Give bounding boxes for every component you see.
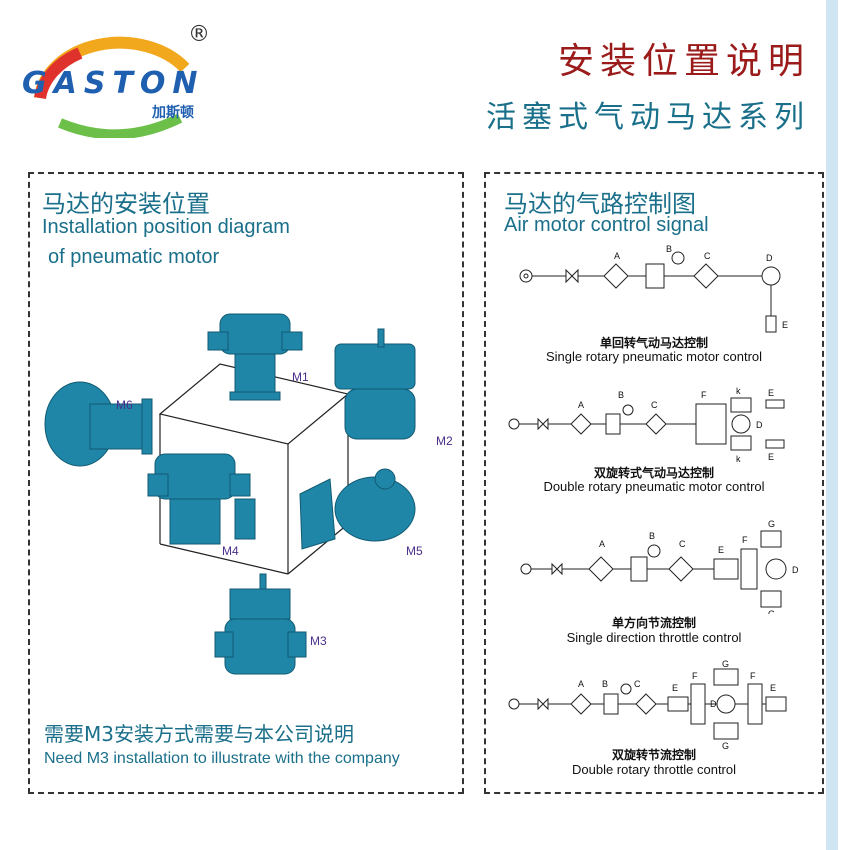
motor-m6 [44, 381, 153, 467]
svg-text:E: E [770, 683, 776, 693]
svg-text:D: D [792, 565, 799, 575]
svg-text:B: B [649, 531, 655, 541]
svg-text:F: F [750, 671, 756, 681]
double-throttle-caption-cn: 双旋转节流控制 [611, 748, 696, 762]
svg-text:E: E [768, 388, 774, 398]
double-throttle-caption-en: Double rotary throttle control [571, 762, 737, 777]
gaston-logo [34, 36, 190, 138]
position-label-m5: M5 [406, 544, 423, 558]
single-throttle-circuit: A B C E F G D G [520, 519, 799, 614]
single-rotary-circuit: A B C D E [519, 244, 788, 333]
position-label-m6: M6 [116, 398, 133, 412]
motor-m4 [147, 453, 256, 545]
single-rotary-caption-cn: 单回转气动马达控制 [599, 336, 708, 350]
svg-text:A: A [578, 400, 584, 410]
svg-text:B: B [666, 244, 672, 254]
svg-text:C: C [679, 539, 686, 549]
registered-mark: ® [188, 22, 210, 47]
svg-text:G: G [722, 659, 729, 669]
single-throttle-caption-en: Single direction throttle control [566, 630, 742, 645]
svg-text:C: C [651, 400, 658, 410]
single-throttle-caption-cn: 单方向节流控制 [611, 616, 696, 630]
svg-text:A: A [599, 539, 605, 549]
logo-chinese-name: 加斯顿 [152, 105, 194, 121]
logo-wordmark: GASTON [22, 66, 205, 101]
installation-heading-cn: 马达的安装位置 [42, 190, 210, 218]
installation-heading-en-2: of pneumatic motor [48, 246, 220, 268]
svg-text:k: k [736, 454, 741, 464]
double-rotary-caption-cn: 双旋转式气动马达控制 [593, 466, 714, 480]
svg-text:B: B [618, 390, 624, 400]
position-label-m3: M3 [310, 634, 327, 648]
installation-diagram [44, 313, 416, 675]
svg-text:C: C [634, 679, 641, 689]
svg-text:G: G [768, 519, 775, 529]
svg-text:k: k [736, 386, 741, 396]
installation-panel: 马达的安装位置 Installation position diagram of… [28, 172, 464, 794]
svg-text:C: C [704, 251, 711, 261]
installation-note-en: Need M3 installation to illustrate with … [44, 750, 400, 767]
control-signal-panel: 马达的气路控制图 Air motor control signal A B C D E… [484, 172, 824, 794]
svg-text:E: E [672, 683, 678, 693]
position-label-m1: M1 [292, 370, 309, 384]
svg-text:D: D [756, 420, 763, 430]
single-rotary-caption-en: Single rotary pneumatic motor control [545, 349, 763, 364]
control-heading-en: Air motor control signal [504, 214, 709, 236]
svg-text:E: E [782, 320, 788, 330]
svg-text:D: D [710, 699, 717, 709]
svg-text:E: E [718, 545, 724, 555]
motor-m1 [207, 313, 303, 401]
svg-text:A: A [578, 679, 584, 689]
svg-text:G: G [768, 609, 775, 614]
right-edge-strip [826, 0, 838, 850]
svg-text:E: E [768, 452, 774, 462]
svg-text:B: B [602, 679, 608, 689]
position-label-m2: M2 [436, 434, 453, 448]
svg-text:F: F [692, 671, 698, 681]
motor-m3 [214, 573, 307, 675]
page-subtitle: 活塞式气动马达系列 [486, 100, 810, 135]
installation-note-cn: 需要M3安装方式需要与本公司说明 [44, 722, 354, 746]
svg-text:G: G [722, 741, 729, 749]
position-label-m4: M4 [222, 544, 239, 558]
page-title: 安装位置说明 [557, 41, 810, 82]
svg-text:D: D [766, 253, 773, 263]
svg-text:A: A [614, 251, 620, 261]
motor-m2 [334, 328, 416, 440]
double-throttle-circuit: A B C E F G D F E G [508, 659, 787, 749]
svg-text:F: F [742, 535, 748, 545]
installation-heading-en-1: Installation position diagram [42, 216, 290, 238]
motor-m5 [299, 468, 416, 550]
motors [44, 313, 416, 675]
double-rotary-caption-en: Double rotary pneumatic motor control [543, 479, 765, 494]
control-heading-cn: 马达的气路控制图 [504, 190, 696, 218]
svg-text:F: F [701, 390, 707, 400]
